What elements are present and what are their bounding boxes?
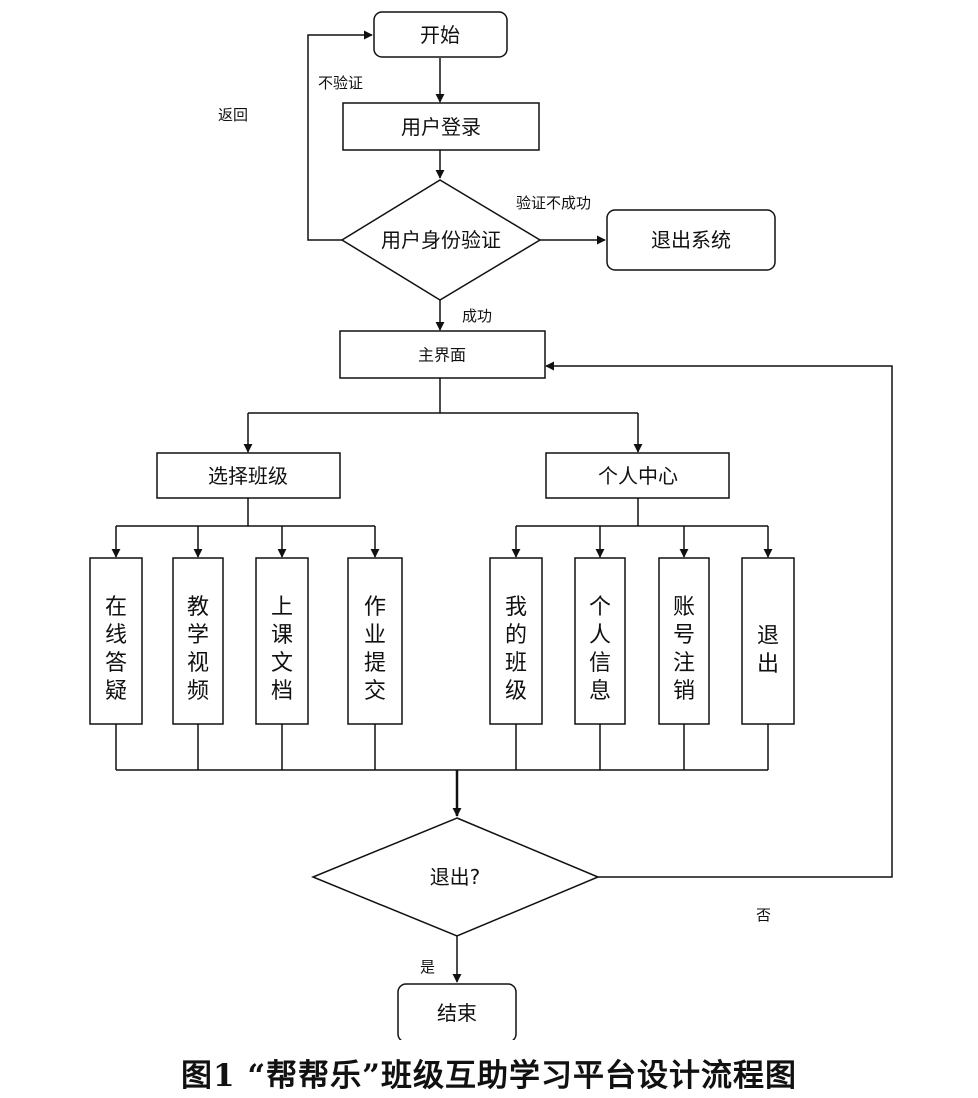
verify-label: 用户身份验证 [381,228,501,252]
no-verify-label: 不验证 [318,74,363,92]
personal-center-label: 个人中心 [598,464,678,488]
verify-fail-label: 验证不成功 [516,194,591,212]
personal-info-label: 个人信息 [589,595,611,704]
end-node [397,983,517,1040]
success-label: 成功 [462,307,492,325]
homework-label: 作业提交 [364,595,386,704]
select-class-label: 选择班级 [208,464,288,488]
select-class-node [156,452,341,499]
online-qa-node [89,557,143,725]
lesson-doc-node [255,557,309,725]
main-label: 主界面 [418,346,466,365]
online-qa-label: 在线答疑 [105,595,127,704]
exit-question-label: 退出? [430,865,481,889]
login-node [342,102,540,151]
verify-decision [340,179,542,301]
logout-label: 退出 [757,624,779,677]
teaching-video-label: 教学视频 [187,595,209,704]
teaching-video-node [172,557,224,725]
flowchart: 开始 用户登录 用户身份验证 退出系统 主界面 选择班级 个人中心 退出? 结束… [89,11,893,1040]
main-node [339,330,546,379]
account-cancel-node [658,557,710,725]
exit-system-node [606,209,776,271]
exit-system-label: 退出系统 [651,228,731,252]
lesson-doc-label: 上课文档 [271,595,293,704]
exit-decision [311,817,600,937]
start-label: 开始 [420,23,460,47]
end-label: 结束 [437,1001,477,1025]
figure-caption: 图1 “帮帮乐”班级互助学习平台设计流程图 [180,1058,798,1094]
yes-label: 是 [420,958,435,976]
account-cancel-label: 账号注销 [673,595,695,704]
homework-node [347,557,403,725]
login-label: 用户登录 [401,115,481,139]
edge-verify-back-start [307,30,373,241]
personal-center-node [545,452,730,499]
logout-node [741,557,795,725]
my-class-node [489,557,543,725]
back-label: 返回 [218,106,248,124]
edge-exit-no-main [545,361,893,878]
personal-info-node [574,557,626,725]
start-node [373,11,508,58]
no-label: 否 [756,906,771,924]
my-class-label: 我的班级 [505,595,527,704]
